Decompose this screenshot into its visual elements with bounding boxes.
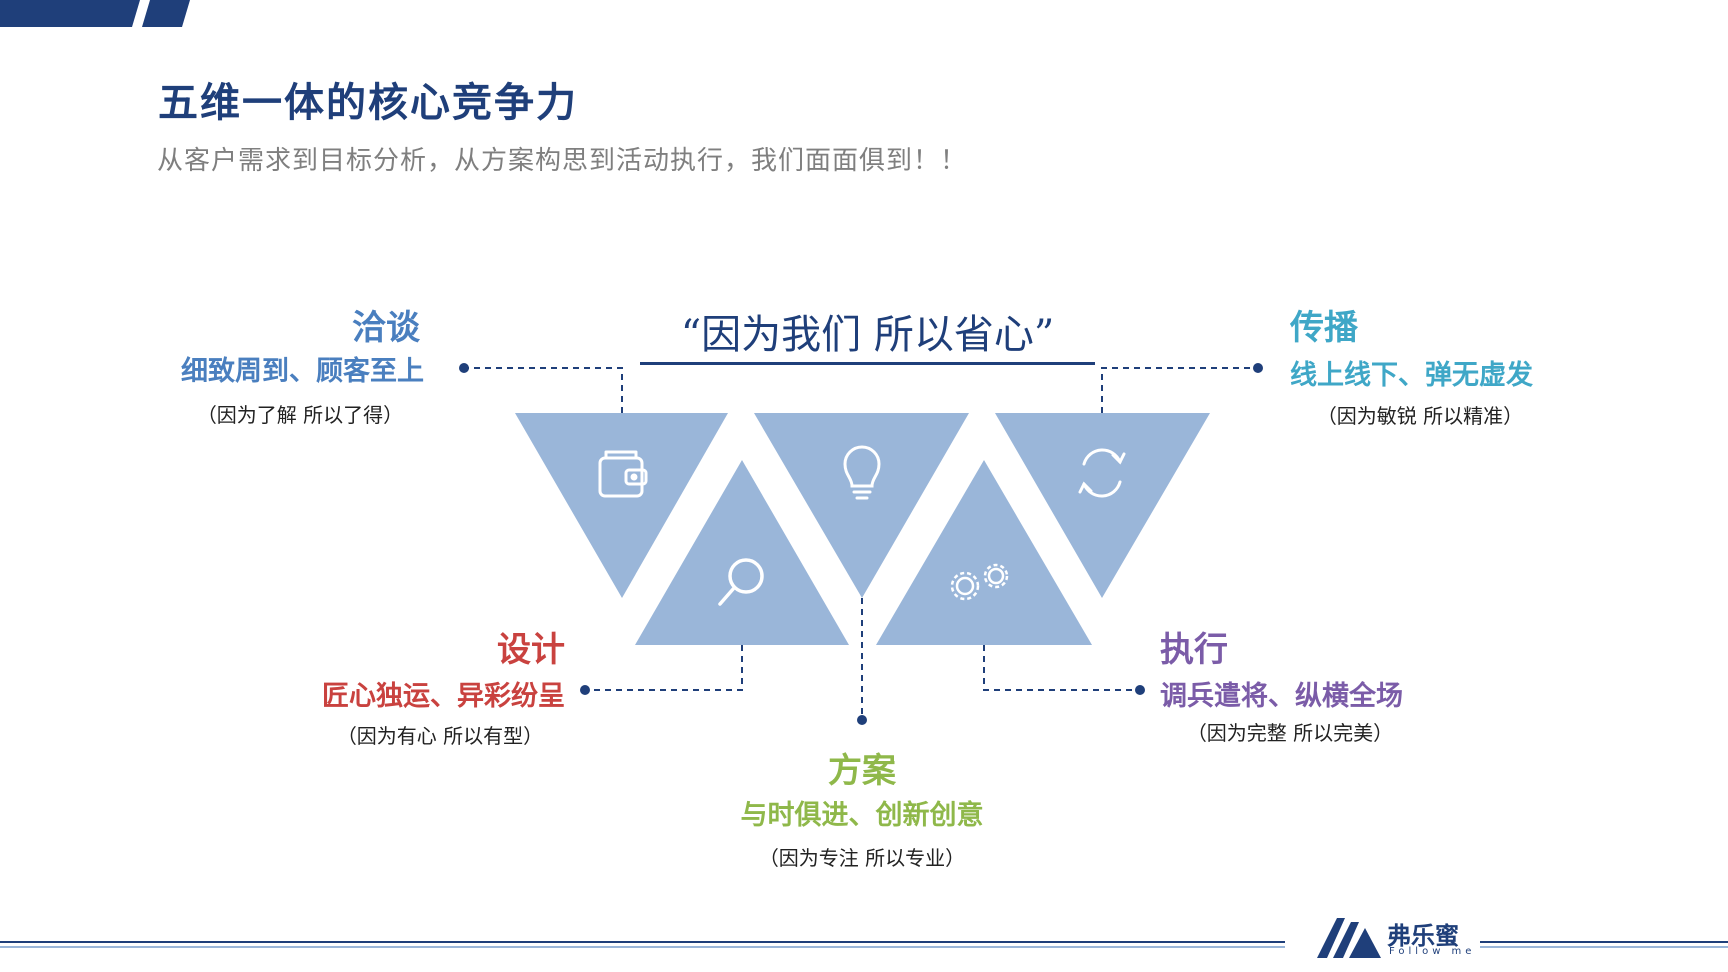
top-decor-bar (0, 0, 190, 27)
logo-name: 弗乐蜜 (1387, 922, 1459, 950)
lightbulb-icon (843, 445, 881, 500)
footer-divider (0, 941, 1728, 948)
item-fangan-name: 方案 (828, 751, 896, 791)
dot-sheji (580, 685, 590, 695)
triangle-zhixing (876, 460, 1092, 645)
dot-chuanbo (1253, 363, 1263, 373)
wallet-icon (598, 450, 648, 498)
brand-logo: 弗乐蜜 Follow me (1315, 912, 1485, 962)
item-zhixing-name: 执行 (1160, 630, 1228, 670)
magnifier-icon (718, 558, 764, 606)
dot-qiatan (459, 363, 469, 373)
item-qiatan: 洽谈 (120, 300, 420, 349)
dot-zhixing (1135, 685, 1145, 695)
page-title: 五维一体的核心竞争力 (158, 80, 578, 126)
slogan: “因为我们 所以省心” (640, 302, 1095, 365)
item-desc: 细致周到、顾客至上 (181, 356, 424, 387)
item-chuanbo-note: （因为敏锐 所以精准） (1316, 404, 1524, 428)
item-chuanbo-name: 传播 (1290, 308, 1358, 348)
refresh-icon (1078, 448, 1126, 498)
item-note: （因为了解 所以了得） (196, 403, 404, 427)
item-name: 洽谈 (352, 308, 420, 348)
triangle-qiatan (515, 413, 728, 598)
triangle-fangan (754, 413, 969, 598)
item-sheji-note: （因为有心 所以有型） (336, 724, 544, 748)
item-zhixing-note: （因为完整 所以完美） (1186, 721, 1394, 745)
logo-mark-icon (1317, 918, 1381, 958)
item-fangan-note: （因为专注 所以专业） (758, 846, 966, 870)
connector-qiatan (464, 367, 623, 413)
gears-icon (950, 563, 1009, 601)
connector-zhixing (983, 645, 1140, 691)
triangle-chuanbo (995, 413, 1210, 598)
item-fangan-desc: 与时俱进、创新创意 (740, 800, 984, 831)
logo-tagline: Follow me (1389, 946, 1476, 957)
item-sheji-desc: 匠心独运、异彩纷呈 (322, 681, 565, 712)
connector-chuanbo (1101, 367, 1258, 413)
item-sheji-name: 设计 (497, 630, 565, 670)
triangle-sheji (635, 460, 849, 645)
dot-fangan (857, 715, 867, 725)
page-subtitle: 从客户需求到目标分析，从方案构思到活动执行，我们面面俱到！！ (157, 146, 968, 176)
connector-sheji (585, 645, 743, 691)
item-chuanbo-desc: 线上线下、弹无虚发 (1290, 360, 1533, 391)
item-zhixing-desc: 调兵遣将、纵横全场 (1160, 681, 1403, 712)
